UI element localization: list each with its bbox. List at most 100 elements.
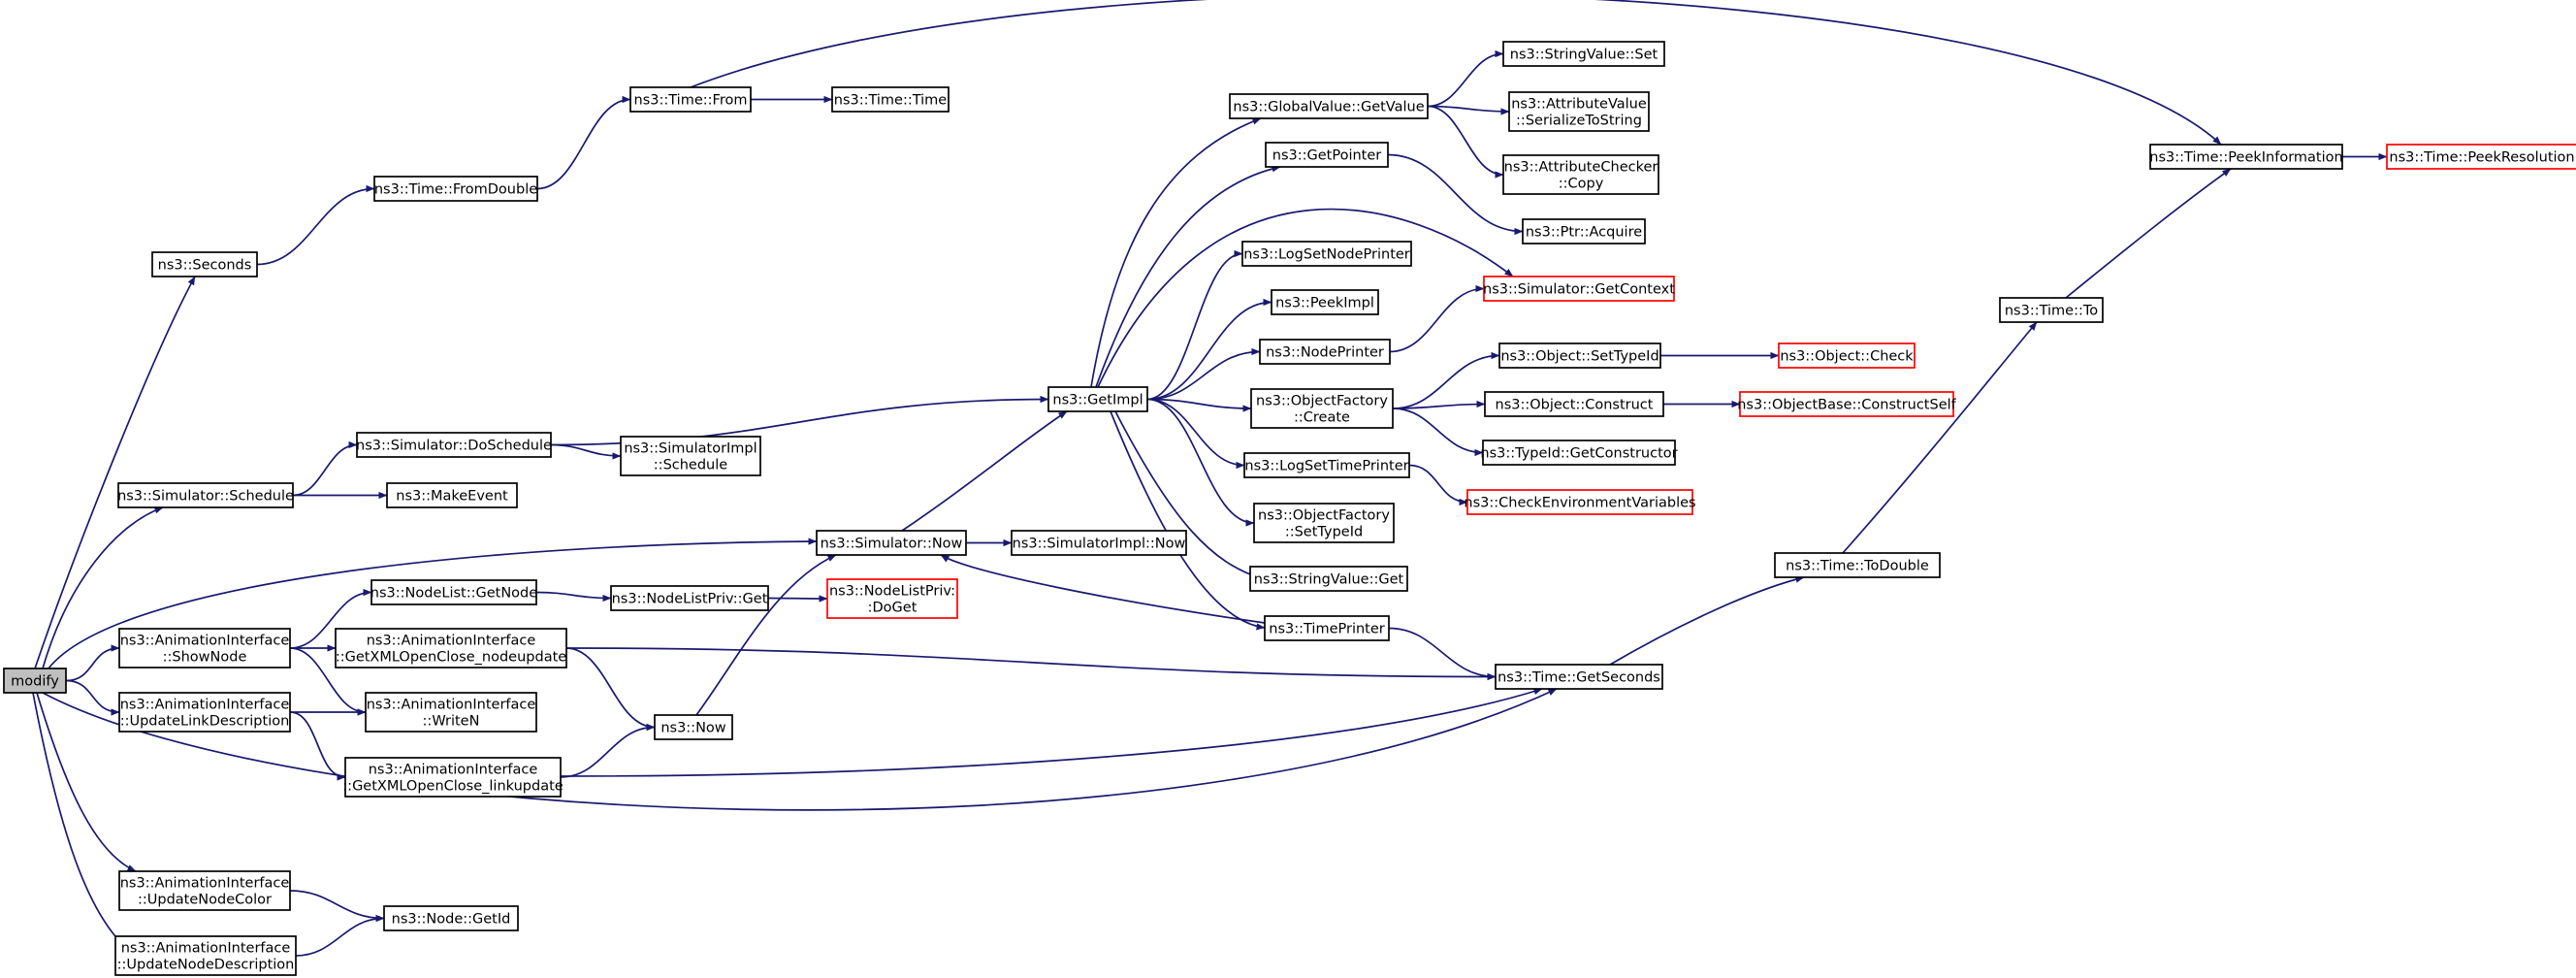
- node-timeprinter[interactable]: ns3::TimePrinter: [1264, 615, 1390, 641]
- node-box: [1466, 489, 1693, 515]
- node-logsettime[interactable]: ns3::LogSetTimePrinter: [1243, 452, 1410, 478]
- edge-factorycreate-to-typeidctor: [1392, 408, 1484, 457]
- node-label: ::UpdateNodeColor: [138, 893, 272, 908]
- node-objcheck[interactable]: ns3::Object::Check: [1778, 342, 1916, 369]
- node-label: ns3::Seconds: [158, 258, 252, 274]
- node-objconstruct[interactable]: ns3::Object::Construct: [1484, 391, 1664, 417]
- node-label: ns3::AnimationInterface: [369, 763, 538, 778]
- node-box: [1999, 297, 2104, 323]
- edge-getimpl-to-nodeprinter: [1146, 347, 1261, 401]
- node-label: ns3::LogSetNodePrinter: [1243, 247, 1410, 263]
- node-timetime[interactable]: ns3::Time::Time: [831, 86, 950, 113]
- node-label: ns3::ObjectBase::ConstructSelf: [1737, 398, 1956, 413]
- edge-fromdouble-to-timefrom: [536, 95, 631, 190]
- node-box: [117, 482, 294, 508]
- edge-todouble-to-timeto: [1842, 321, 2038, 554]
- node-peekres[interactable]: ns3::Time::PeekResolution: [2386, 144, 2576, 170]
- node-box: [365, 692, 537, 733]
- node-updatelink[interactable]: ns3::AnimationInterface::UpdateLinkDescr…: [118, 692, 291, 733]
- node-box: [118, 870, 291, 911]
- node-box: [1047, 386, 1148, 412]
- node-nodeprinter[interactable]: ns3::NodePrinter: [1259, 339, 1391, 365]
- node-xmllink[interactable]: ns3::AnimationInterface::GetXMLOpenClose…: [342, 757, 564, 798]
- node-getimpl[interactable]: ns3::GetImpl: [1047, 386, 1148, 412]
- node-label: ::Create: [1294, 410, 1350, 426]
- node-ns3now[interactable]: ns3::Now: [654, 714, 733, 740]
- node-globalget[interactable]: ns3::GlobalValue::GetValue: [1229, 93, 1429, 119]
- edge-simnow-to-getimpl: [901, 410, 1068, 532]
- node-factorysettype[interactable]: ns3::ObjectFactory::SetTypeId: [1253, 503, 1395, 543]
- node-label: ns3::StringValue::Get: [1254, 572, 1404, 588]
- node-getcontext[interactable]: ns3::Simulator::GetContext: [1483, 276, 1675, 302]
- edge-getimpl-to-getcontext: [1097, 208, 1514, 388]
- node-box: [620, 436, 761, 476]
- edge-modify-to-simnow: [48, 538, 818, 669]
- node-updatecolor[interactable]: ns3::AnimationInterface::UpdateNodeColor: [118, 870, 291, 911]
- edge-modify-to-getseconds: [42, 688, 1558, 811]
- node-logsetnode[interactable]: ns3::LogSetNodePrinter: [1241, 241, 1412, 267]
- node-factorycreate[interactable]: ns3::ObjectFactory::Create: [1250, 388, 1394, 429]
- node-privdoget[interactable]: ns3::NodeListPriv::DoGet: [826, 578, 958, 619]
- node-nodelistget[interactable]: ns3::NodeList::GetNode: [370, 579, 537, 605]
- node-constructself[interactable]: ns3::ObjectBase::ConstructSelf: [1737, 391, 1957, 417]
- node-doschedule[interactable]: ns3::Simulator::DoSchedule: [356, 432, 552, 458]
- node-updatedesc[interactable]: ns3::AnimationInterface::UpdateNodeDescr…: [114, 935, 297, 976]
- node-label: ::GetXMLOpenClose_linkupdate: [342, 779, 563, 795]
- node-label: ns3::Now: [660, 721, 725, 736]
- node-settypeid[interactable]: ns3::Object::SetTypeId: [1498, 342, 1661, 369]
- node-makeevent[interactable]: ns3::MakeEvent: [386, 482, 518, 508]
- node-label: ns3::Simulator::DoSchedule: [356, 439, 552, 454]
- node-box: [1739, 391, 1954, 417]
- node-label: ns3::CheckEnvironmentVariables: [1464, 496, 1695, 511]
- node-label: ns3::GlobalValue::GetValue: [1233, 100, 1424, 115]
- node-getpointer[interactable]: ns3::GetPointer: [1265, 142, 1389, 168]
- node-fromdouble[interactable]: ns3::Time::FromDouble: [373, 176, 538, 202]
- node-timefrom[interactable]: ns3::Time::From: [629, 86, 752, 113]
- edge-getimpl-to-logsetnode: [1146, 249, 1243, 401]
- node-xmlnode[interactable]: ns3::AnimationInterface::GetXMLOpenClose…: [335, 628, 567, 668]
- edge-getimpl-to-factorysettype: [1146, 398, 1255, 527]
- node-ptracquire[interactable]: ns3::Ptr::Acquire: [1522, 218, 1646, 244]
- node-modify[interactable]: modify: [3, 668, 67, 694]
- node-shownode[interactable]: ns3::AnimationInterface::ShowNode: [118, 628, 291, 668]
- edge-nodelistget-to-privget: [535, 591, 612, 603]
- node-checkenv[interactable]: ns3::CheckEnvironmentVariables: [1464, 489, 1696, 515]
- node-todouble[interactable]: ns3::Time::ToDouble: [1774, 552, 1941, 578]
- node-box: [1250, 388, 1394, 429]
- node-typeidctor[interactable]: ns3::TypeId::GetConstructor: [1480, 440, 1678, 466]
- edge-modify-to-updatecolor: [36, 692, 137, 872]
- node-seconds[interactable]: ns3::Seconds: [151, 251, 258, 277]
- node-getseconds[interactable]: ns3::Time::GetSeconds: [1495, 664, 1663, 690]
- node-nodegetid[interactable]: ns3::Node::GetId: [383, 905, 519, 931]
- edge-getimpl-to-logsettime: [1146, 398, 1245, 470]
- node-box: [118, 692, 291, 733]
- node-label: ns3::PeekImpl: [1275, 296, 1374, 311]
- node-box: [344, 757, 562, 798]
- node-privget[interactable]: ns3::NodeListPriv::Get: [610, 585, 769, 611]
- edge-timeprinter-to-simnow: [940, 554, 1266, 624]
- node-peekimpl[interactable]: ns3::PeekImpl: [1271, 289, 1379, 315]
- edge-xmllink-to-ns3now: [560, 723, 656, 778]
- node-attrser[interactable]: ns3::AttributeValue::SerializeToString: [1508, 91, 1650, 132]
- node-simschedule[interactable]: ns3::Simulator::Schedule: [117, 482, 294, 508]
- node-box: [3, 668, 67, 694]
- edge-globalget-to-attrser: [1427, 105, 1510, 115]
- node-box: [373, 176, 538, 202]
- edge-nodeprinter-to-getcontext: [1389, 284, 1485, 353]
- node-simnow[interactable]: ns3::Simulator::Now: [816, 530, 967, 556]
- node-label: ::Schedule: [654, 458, 727, 473]
- node-label: ns3::Simulator::Schedule: [117, 489, 294, 505]
- node-timeto[interactable]: ns3::Time::To: [1999, 297, 2104, 323]
- node-writen[interactable]: ns3::AnimationInterface::WriteN: [365, 692, 537, 733]
- node-attrcopy[interactable]: ns3::AttributeChecker::Copy: [1502, 154, 1659, 195]
- edge-updatedesc-to-nodegetid: [295, 914, 385, 957]
- node-implnow[interactable]: ns3::SimulatorImpl::Now: [1011, 530, 1187, 556]
- node-strget[interactable]: ns3::StringValue::Get: [1249, 566, 1408, 592]
- edge-globalget-to-strset: [1427, 49, 1504, 108]
- node-implschedule[interactable]: ns3::SimulatorImpl::Schedule: [620, 436, 761, 476]
- node-strset[interactable]: ns3::StringValue::Set: [1502, 41, 1665, 67]
- edge-modify-to-seconds: [34, 276, 196, 669]
- node-peekinfo[interactable]: ns3::Time::PeekInformation: [2149, 144, 2343, 170]
- node-label: ns3::Simulator::Now: [821, 537, 963, 552]
